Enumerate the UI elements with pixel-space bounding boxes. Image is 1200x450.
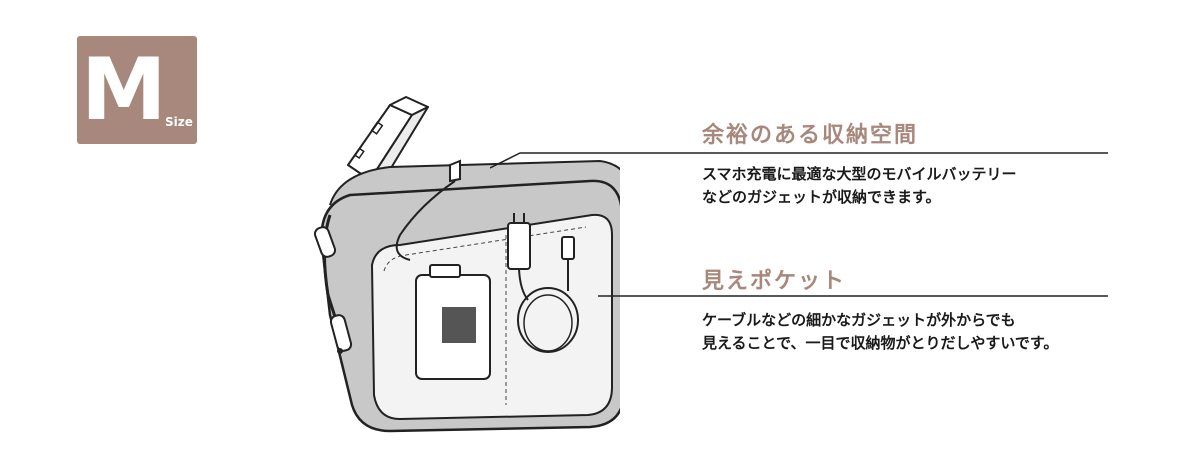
size-badge: M Size [77,36,197,144]
zipper-pulls [313,214,353,354]
feature-heading-pocket: 見えポケット [702,269,847,294]
feature-desc-storage-line1: スマホ充電に最適な大型のモバイルバッテリー [702,165,1017,183]
feature-desc-storage-line2: などのガジェットが収納できます。 [702,188,941,206]
size-word: Size [165,115,193,129]
battery-in-pocket [415,264,491,380]
feature-desc-pocket-line2: 見えることで、一目で収納物がとりだしやすいです。 [702,334,1059,352]
feature-heading-storage: 余裕のある収納空間 [702,123,919,148]
callout-line-top [490,152,1108,169]
feature-desc-pocket-line1: ケーブルなどの細かなガジェットが外からでも [702,311,1016,329]
callout-line-bottom [598,295,1108,297]
size-letter: M [81,40,167,140]
cable-in-pocket [507,213,579,353]
pouch-illustration [313,96,620,433]
